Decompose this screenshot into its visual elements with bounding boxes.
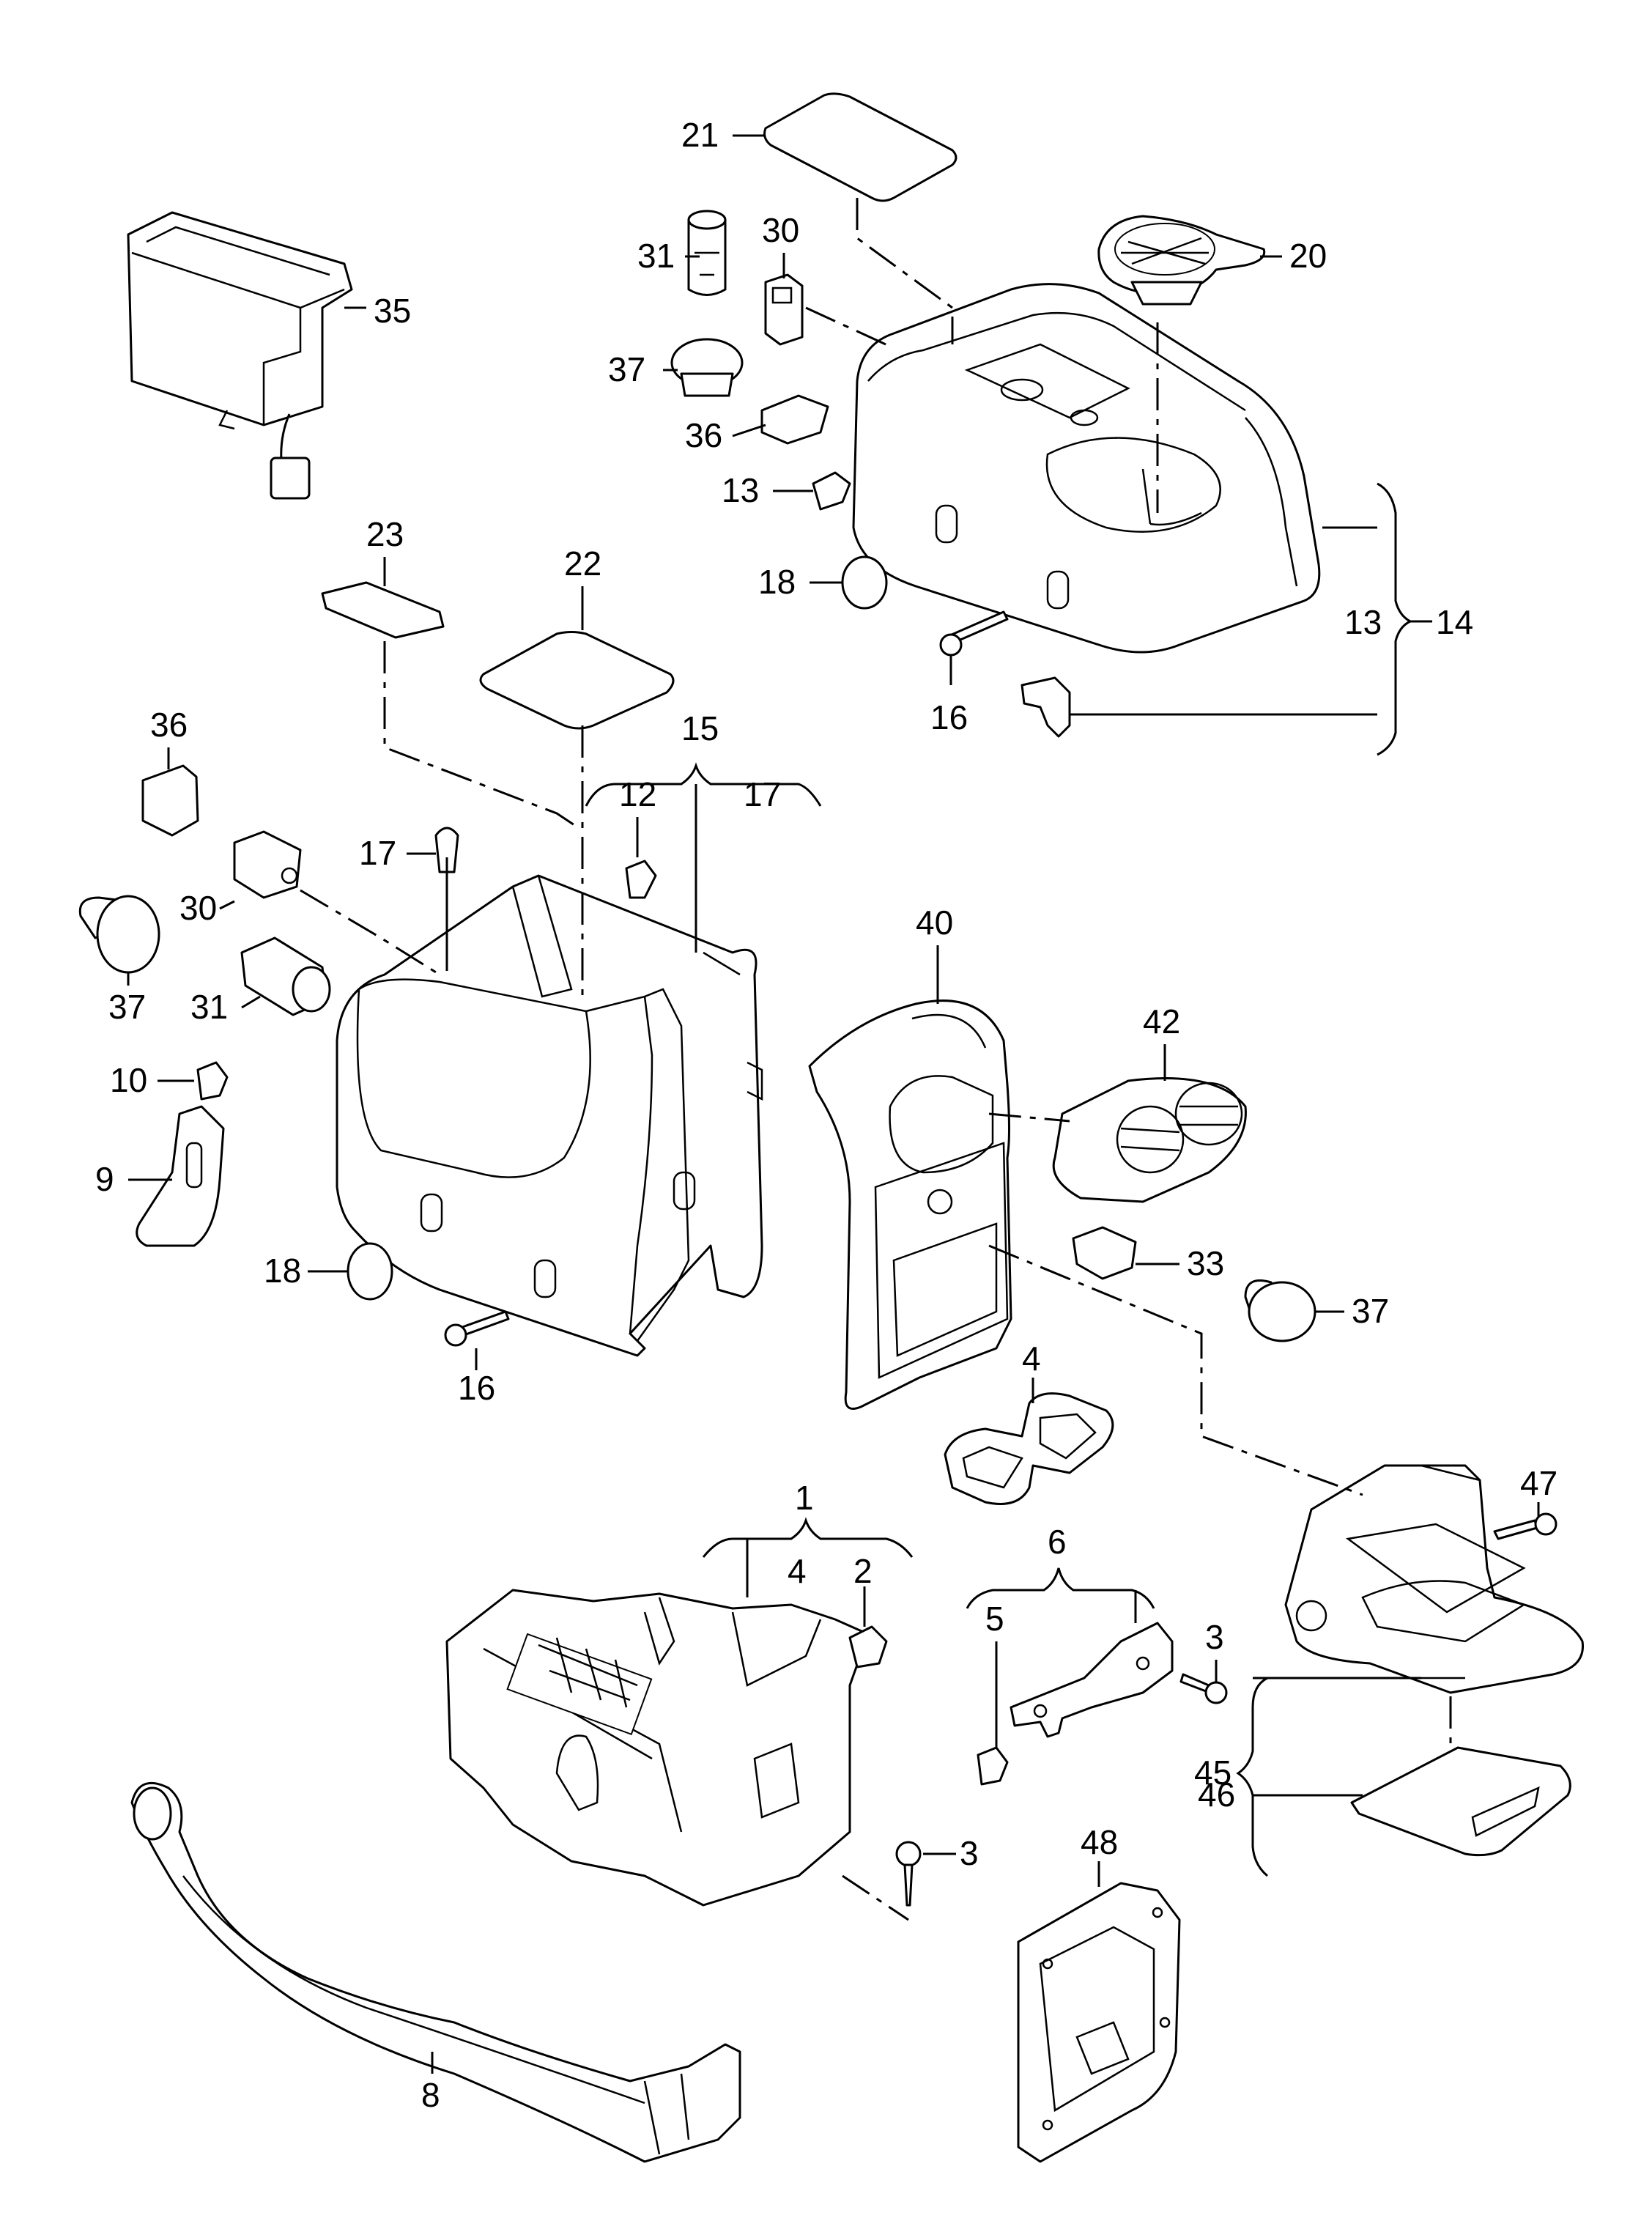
callout-13-top: 13 [722, 471, 759, 509]
socket-33 [1072, 1226, 1137, 1280]
pad-23 [321, 581, 445, 639]
console-trim-40 [808, 999, 1012, 1410]
callout-9: 9 [95, 1160, 114, 1198]
switch-30-top [764, 273, 804, 346]
callout-4-top: 4 [1022, 1339, 1041, 1378]
clip-13 [812, 471, 851, 511]
callout-47: 47 [1520, 1464, 1557, 1502]
callout-2: 2 [853, 1552, 873, 1590]
clip-12 [625, 860, 657, 899]
storage-box-35 [127, 211, 353, 500]
nut-5 [977, 1746, 1009, 1786]
callout-45: 45 [1194, 1753, 1231, 1792]
bracket-6 [1010, 1622, 1174, 1738]
screw-3-bottom [895, 1841, 922, 1907]
air-duct-8 [130, 1781, 741, 2163]
callout-22: 22 [564, 544, 601, 583]
console-bracket-1 [445, 1589, 870, 1907]
cover-pad-21 [763, 92, 958, 202]
cap-37-left [78, 895, 160, 974]
callout-16-top: 16 [930, 698, 968, 736]
callout-8: 8 [421, 2076, 440, 2114]
screw-47 [1493, 1512, 1557, 1540]
callout-37-left: 37 [108, 988, 146, 1026]
callout-4-bottom: 4 [788, 1552, 807, 1590]
callout-labels: 21 30 31 20 35 37 36 13 23 22 18 13 14 1… [95, 116, 1557, 2114]
front-console-15 [336, 874, 763, 1357]
screw-16-top [939, 610, 1009, 657]
callout-5: 5 [985, 1600, 1004, 1638]
callout-1: 1 [795, 1479, 814, 1517]
callout-31-top: 31 [637, 237, 675, 275]
callout-37-top: 37 [608, 350, 645, 388]
callout-35: 35 [374, 292, 411, 330]
cup-holder-insert-part [1097, 215, 1266, 306]
callout-40: 40 [916, 903, 953, 942]
callout-30-top: 30 [762, 211, 799, 249]
callout-48: 48 [1081, 1823, 1118, 1861]
callout-3-right: 3 [1205, 1618, 1224, 1656]
plug-18-left [347, 1242, 393, 1301]
callout-3-bottom: 3 [960, 1834, 979, 1872]
button-36-left [141, 764, 199, 837]
tray-46 [1350, 1746, 1571, 1857]
lid-22 [479, 631, 675, 730]
console-rear-cover-part [852, 283, 1321, 654]
callout-33: 33 [1187, 1244, 1224, 1282]
plug-18-top [841, 555, 888, 610]
gasket-4-top [944, 1392, 1114, 1505]
callout-12: 12 [619, 775, 656, 813]
pin-17 [434, 827, 459, 873]
callout-36-top: 36 [685, 416, 722, 454]
cap-37-right [1244, 1279, 1316, 1342]
dash-lines [300, 198, 1452, 1921]
callout-17-left: 17 [359, 834, 396, 872]
callout-13-right: 13 [1344, 603, 1382, 641]
clip-10 [196, 1061, 229, 1101]
drawer-assembly-45 [1284, 1464, 1584, 1694]
callout-20: 20 [1289, 237, 1327, 275]
callout-15: 15 [681, 709, 719, 747]
callout-6: 6 [1048, 1523, 1067, 1561]
callout-36-left: 36 [150, 706, 188, 744]
callout-16-left: 16 [458, 1369, 495, 1407]
screw-16-left [444, 1310, 510, 1347]
cap-37-top [670, 338, 744, 397]
socket-31-left [240, 936, 331, 1016]
callout-46: 46 [1198, 1775, 1235, 1814]
screw-3-right [1179, 1673, 1228, 1704]
callout-21: 21 [681, 116, 719, 154]
leader-lines [127, 134, 1540, 2074]
callout-42: 42 [1143, 1002, 1180, 1041]
nut-2 [848, 1625, 888, 1668]
switch-30-left [233, 830, 302, 899]
callout-10: 10 [110, 1061, 147, 1099]
callout-18-top: 18 [758, 563, 796, 601]
callout-14: 14 [1436, 603, 1473, 641]
socket-31-top [687, 210, 727, 296]
mounting-bracket-part [1021, 676, 1071, 738]
callout-23: 23 [366, 515, 404, 553]
vent-42 [1052, 1077, 1247, 1203]
callout-17-right: 17 [744, 775, 781, 813]
callout-30-left: 30 [179, 889, 217, 927]
callout-37-right: 37 [1352, 1292, 1389, 1330]
button-36-top [760, 394, 829, 445]
callout-31-left: 31 [190, 988, 228, 1026]
bracket-9 [136, 1105, 225, 1247]
callout-18-left: 18 [264, 1252, 301, 1290]
frame-48 [1017, 1882, 1181, 2163]
